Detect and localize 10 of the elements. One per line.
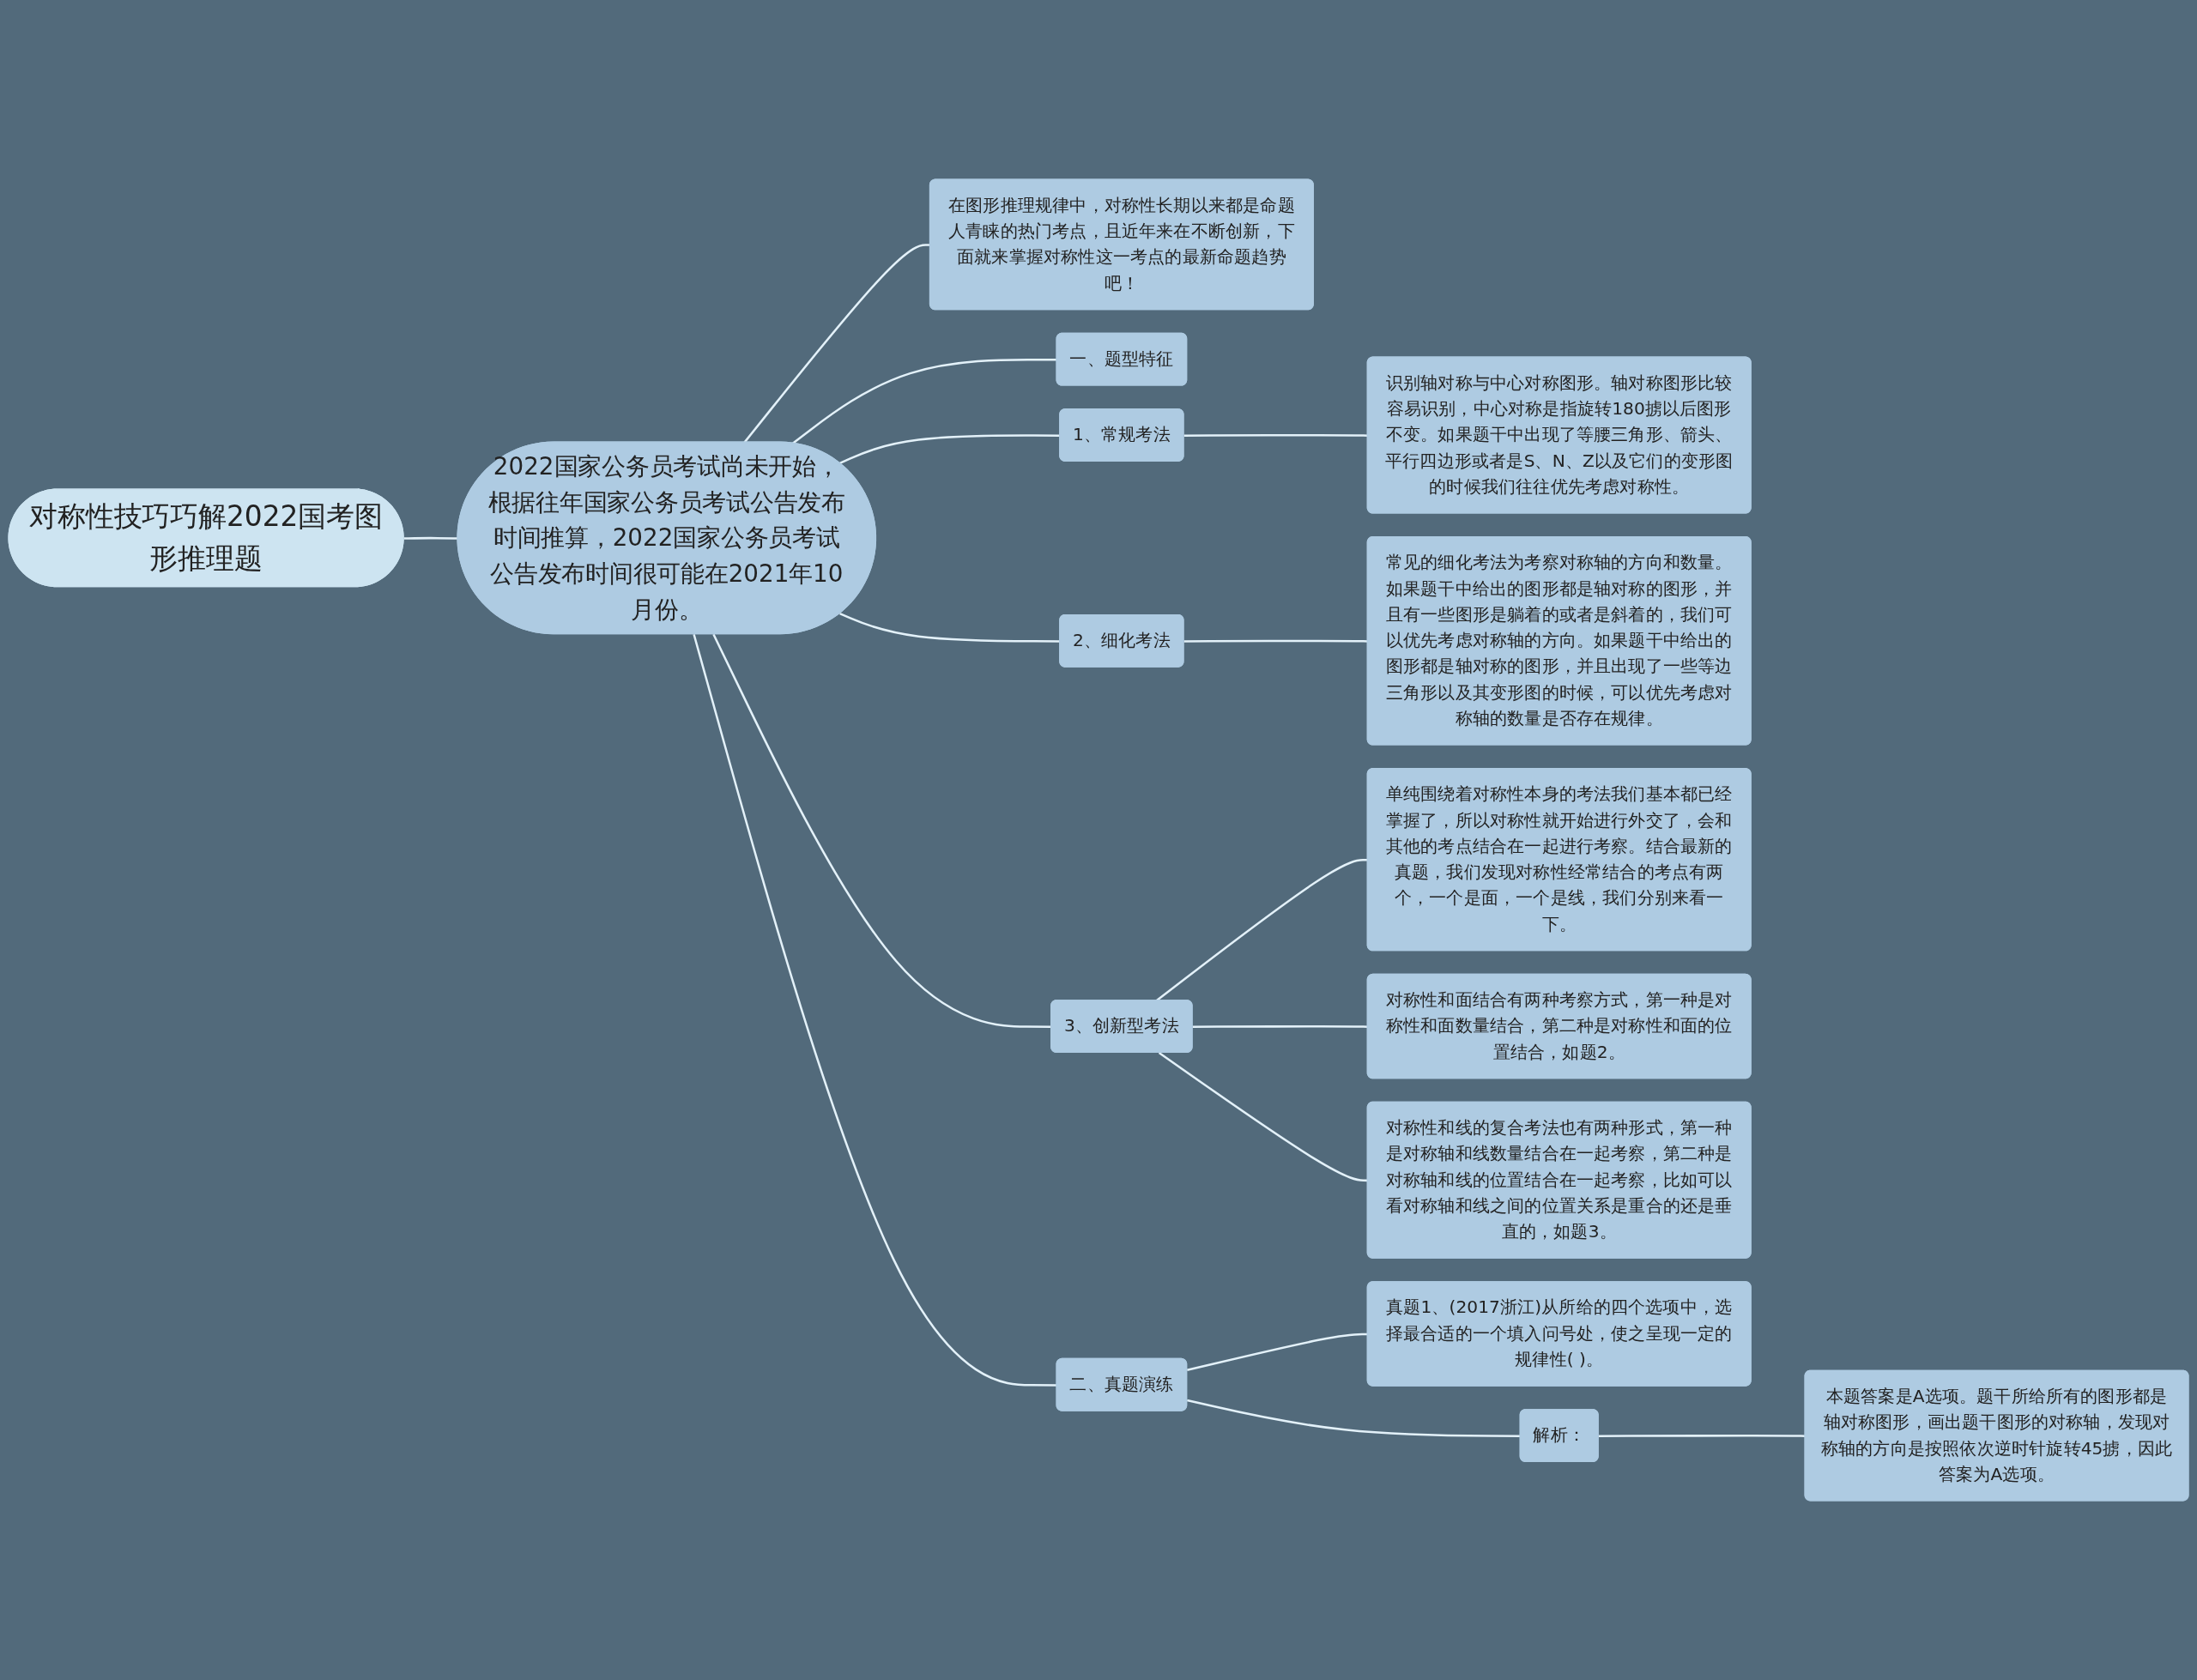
connector [792,358,1057,444]
connector [693,633,1057,1387]
connector [1186,1399,1521,1437]
connector [1183,434,1368,437]
connector [403,536,458,540]
connector [1598,1435,1806,1437]
connector [1158,1051,1368,1182]
connector [1183,639,1368,643]
connector [1192,1025,1368,1028]
connector [1186,1333,1368,1371]
